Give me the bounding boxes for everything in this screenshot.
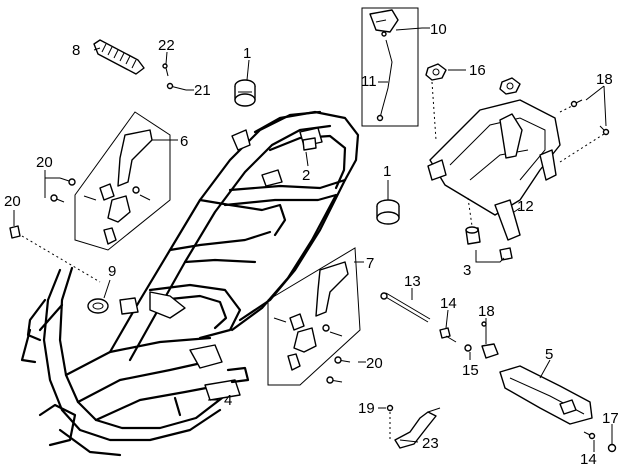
bolt-part-20-right <box>326 356 351 384</box>
sleeve-part-8 <box>93 39 145 75</box>
bolt-part-21 <box>166 82 187 91</box>
callout-4: 4 <box>224 392 232 409</box>
grommet-part-3 <box>465 226 513 261</box>
bushing-part-1-top <box>234 79 256 107</box>
rear-bracket-part-12 <box>427 99 561 241</box>
callout-8: 8 <box>72 42 80 59</box>
callout-20-far-left: 20 <box>4 193 21 210</box>
leader-lines <box>13 27 613 452</box>
callout-6: 6 <box>180 133 188 150</box>
bolt-part-14-bottom <box>583 431 596 440</box>
callout-22: 22 <box>158 37 175 54</box>
callout-1-middle: 1 <box>383 163 391 180</box>
stand-part-5 <box>499 365 593 425</box>
nut-part-16 <box>425 63 521 95</box>
callout-12: 12 <box>517 198 534 215</box>
bolt-part-22 <box>162 63 169 77</box>
callout-13: 13 <box>404 273 421 290</box>
callout-7: 7 <box>366 255 374 272</box>
nut-part-17 <box>607 443 617 453</box>
callout-23: 23 <box>422 435 439 452</box>
callout-10: 10 <box>430 21 447 38</box>
ring-part-9 <box>87 298 109 314</box>
callout-15: 15 <box>462 362 479 379</box>
callout-5: 5 <box>545 346 553 363</box>
callout-18-middle: 18 <box>478 303 495 320</box>
callout-14-bottom: 14 <box>580 451 597 468</box>
callout-2: 2 <box>302 167 310 184</box>
bolt-part-13 <box>380 292 431 323</box>
link-part-23 <box>394 407 441 449</box>
main-frame <box>20 110 360 457</box>
bolt-part-18-middle <box>481 321 499 359</box>
callout-18-top: 18 <box>596 71 613 88</box>
callout-14-middle: 14 <box>440 295 457 312</box>
bolt-part-20-far-left <box>9 225 21 239</box>
callout-20-right: 20 <box>366 355 383 372</box>
callout-21: 21 <box>194 82 211 99</box>
callout-16: 16 <box>469 62 486 79</box>
pin-part-19 <box>386 404 394 412</box>
callout-20-upper-left: 20 <box>36 154 53 171</box>
bolt-part-14-middle <box>439 327 457 343</box>
callout-17: 17 <box>602 410 619 427</box>
callout-1-top: 1 <box>243 45 251 62</box>
callout-11: 11 <box>361 73 377 90</box>
callout-3: 3 <box>463 262 471 279</box>
washer-part-15 <box>464 344 472 352</box>
callout-19: 19 <box>358 400 375 417</box>
block-part-2 <box>302 137 317 151</box>
bolt-part-18-top-right <box>570 99 610 136</box>
callout-9: 9 <box>108 263 116 280</box>
cable-part-11 <box>376 39 393 122</box>
callout-labels: 8 22 21 1 6 20 20 9 2 1 10 11 16 18 12 3… <box>4 21 619 468</box>
bushing-part-1-middle <box>376 199 400 225</box>
bracket-box-part-10 <box>361 7 419 127</box>
footrest-kit-part-7 <box>267 247 361 386</box>
footrest-kit-part-6 <box>74 111 171 251</box>
bolt-part-20-upper-left <box>50 177 76 203</box>
